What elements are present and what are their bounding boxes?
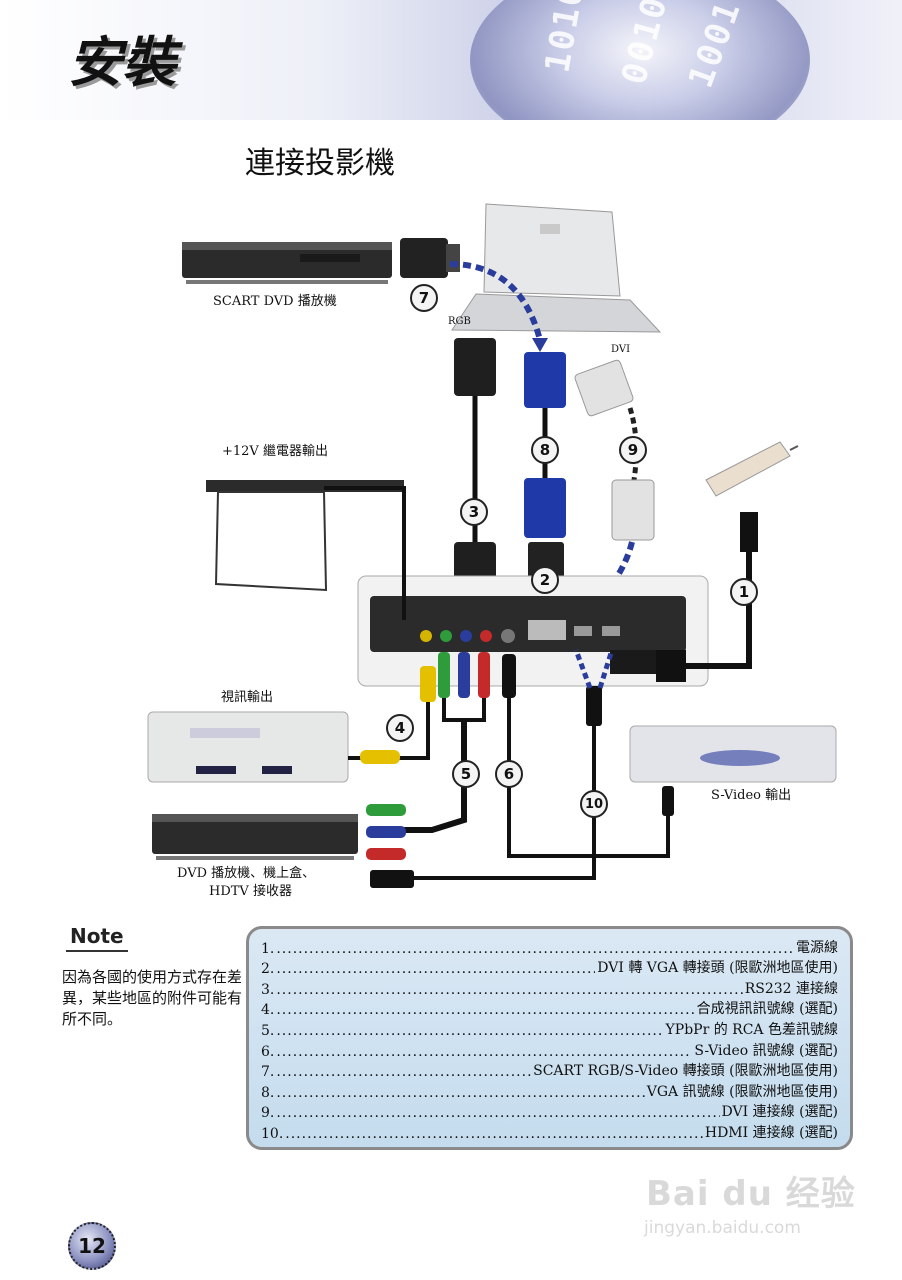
cable-index: 5. (261, 1022, 275, 1039)
callout-5: 5 (452, 760, 480, 788)
cable-name: RS232 連接線 (744, 980, 838, 997)
page-header-title: 安裝 (68, 31, 176, 94)
leader-dots (276, 1105, 719, 1121)
section-title: 連接投影機 (245, 146, 395, 181)
cable-index: 4. (261, 1002, 275, 1019)
leader-dots (276, 1002, 694, 1018)
callout-1: 1 (730, 578, 758, 606)
svideo-vcr-image (629, 725, 837, 783)
header-banner: 1010 0010 1001 安裝 (0, 0, 902, 120)
projector-image (357, 575, 709, 687)
scart-adapter-image (400, 238, 460, 278)
watermark-url-text: jingyan.baidu.com (644, 1218, 801, 1238)
cable-index: 3. (261, 981, 275, 998)
watermark-main-text: Bai du 经验 (646, 1174, 856, 1214)
cable-list-item: 1. 電源線 (261, 936, 838, 957)
leader-dots (276, 961, 595, 977)
cable-name: S-Video 訊號線 (選配) (694, 1042, 838, 1059)
leader-dots (276, 941, 794, 957)
leader-dots (276, 982, 742, 998)
cable-list-item: 6. S-Video 訊號線 (選配) (261, 1039, 838, 1060)
connection-diagram: SCART DVD 播放機 RGB DVI +12V 繼電器輸出 視訊輸出 S-… (0, 180, 902, 900)
cable-list: 1. 電源線 2. DVI 轉 VGA 轉接頭 (限歐洲地區使用) 3. RS232 … (246, 926, 853, 1150)
cable-index: 9. (261, 1105, 275, 1122)
callout-10: 10 (580, 790, 608, 818)
note-logo: Note (66, 922, 128, 952)
leader-dots (285, 1126, 703, 1142)
cable-list-item: 5. YPbPr 的 RCA 色差訊號線 (261, 1018, 838, 1039)
rgb-label: RGB (448, 316, 471, 327)
cable-name: SCART RGB/S-Video 轉接頭 (限歐洲地區使用) (533, 1063, 838, 1080)
projection-screen-image (206, 480, 404, 592)
cable-index: 7. (261, 1064, 275, 1081)
cable-name: 合成視訊訊號線 (選配) (696, 1001, 838, 1018)
cable-list-item: 3. RS232 連接線 (261, 977, 838, 998)
callout-9: 9 (619, 436, 647, 464)
cable-index: 10. (261, 1125, 284, 1142)
cable-name: DVI 轉 VGA 轉接頭 (限歐洲地區使用) (597, 960, 838, 977)
cable-list-item: 7. SCART RGB/S-Video 轉接頭 (限歐洲地區使用) (261, 1060, 838, 1081)
dvi-label: DVI (611, 344, 631, 355)
leader-dots (276, 1085, 644, 1101)
page-number: 12 (68, 1222, 116, 1270)
callout-7: 7 (410, 284, 438, 312)
baidu-watermark: Bai du 经验 jingyan.baidu.com (640, 1166, 860, 1246)
cable-name: VGA 訊號線 (限歐洲地區使用) (646, 1083, 838, 1100)
cable-list-item: 10. HDMI 連接線 (選配) (261, 1121, 838, 1142)
cable-name: DVI 連接線 (選配) (721, 1104, 838, 1121)
callout-6: 6 (495, 760, 523, 788)
svideo-out-label: S-Video 輸出 (711, 788, 792, 803)
leader-dots (276, 1044, 692, 1060)
relay-label: +12V 繼電器輸出 (222, 444, 328, 459)
callout-2: 2 (531, 566, 559, 594)
cable-list-item: 2. DVI 轉 VGA 轉接頭 (限歐洲地區使用) (261, 957, 838, 978)
callout-4: 4 (386, 714, 414, 742)
note-text: 因為各國的使用方式存在差異，某些地區的附件可能有所不同。 (62, 968, 243, 1028)
laptop-image (451, 203, 662, 333)
scart-dvd-label: SCART DVD 播放機 (213, 294, 337, 309)
leader-dots (276, 1023, 663, 1039)
video-out-label: 視訊輸出 (221, 690, 274, 705)
dvd-box-player-image (152, 814, 358, 860)
globe-graphic (470, 0, 810, 120)
cable-name: 電源線 (796, 939, 838, 956)
dvd-box-label: DVD 播放機、機上盒、 (177, 866, 316, 881)
cable-list-item: 4. 合成視訊訊號線 (選配) (261, 998, 838, 1019)
cable-index: 2. (261, 961, 275, 978)
hdtv-label: HDTV 接收器 (209, 884, 292, 899)
cable-index: 1. (261, 940, 275, 957)
cable-name: HDMI 連接線 (選配) (704, 1124, 838, 1141)
scart-dvd-player-image (182, 242, 392, 284)
cable-index: 6. (261, 1043, 275, 1060)
cable-index: 8. (261, 1084, 275, 1101)
callout-8: 8 (531, 436, 559, 464)
leader-dots (276, 1064, 531, 1080)
cable-name: YPbPr 的 RCA 色差訊號線 (665, 1021, 838, 1038)
vcr-image (147, 711, 349, 783)
power-strip-image (705, 441, 799, 497)
callout-3: 3 (460, 498, 488, 526)
cable-list-item: 8. VGA 訊號線 (限歐洲地區使用) (261, 1080, 838, 1101)
cable-list-item: 9. DVI 連接線 (選配) (261, 1101, 838, 1122)
